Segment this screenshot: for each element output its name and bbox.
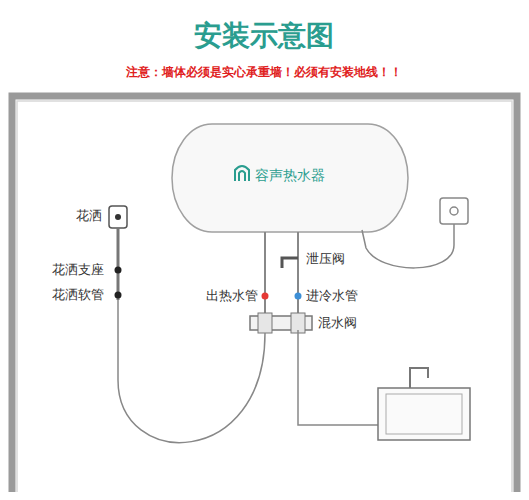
valve-label: 泄压阀 xyxy=(306,251,345,267)
sink-pipe xyxy=(298,330,378,425)
power-cable xyxy=(362,224,454,268)
heater-body xyxy=(172,124,408,232)
socket-hole xyxy=(450,207,458,215)
brand-text: 容声热水器 xyxy=(255,167,325,185)
wall-inner xyxy=(17,101,512,492)
hot-dot xyxy=(262,293,269,300)
warning-note: 注意：墙体必须是实心承重墙！必须有安装地线！！ xyxy=(126,65,402,79)
title: 安装示意图 xyxy=(194,19,334,53)
shower-bar xyxy=(117,228,120,300)
logo-icon xyxy=(235,166,249,181)
hot-pipe-label: 出热水管 xyxy=(206,288,258,304)
faucet xyxy=(410,368,428,388)
hose-dot xyxy=(115,292,122,299)
cold-dot xyxy=(295,293,302,300)
shower-label: 花洒 xyxy=(76,208,102,224)
wall xyxy=(12,96,517,492)
cold-pipe-label: 进冷水管 xyxy=(306,288,358,304)
sink-basin xyxy=(386,394,462,434)
hot-pipe xyxy=(264,232,266,316)
relief-valve xyxy=(282,258,298,268)
holder-dot xyxy=(115,267,122,274)
cold-pipe xyxy=(297,232,299,316)
hose-label: 花洒软管 xyxy=(52,287,104,303)
sink xyxy=(378,388,470,440)
holder-label: 花洒支座 xyxy=(52,262,104,278)
shower-hose xyxy=(118,300,265,443)
mixing-valve-nut xyxy=(258,313,272,333)
mixer-label: 混水阀 xyxy=(318,315,357,331)
socket xyxy=(440,198,468,224)
heater-brand: 容声热水器 xyxy=(251,164,329,188)
shower-head xyxy=(109,206,127,228)
shower-nozzle xyxy=(115,214,121,220)
